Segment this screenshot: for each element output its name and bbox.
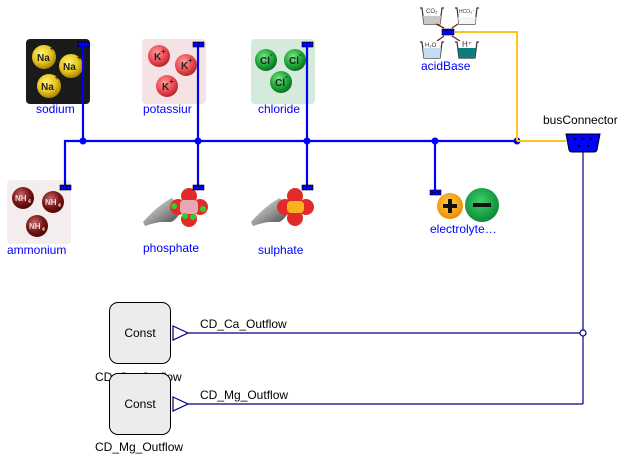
svg-text:+: + — [161, 47, 166, 56]
svg-text:4: 4 — [42, 227, 45, 233]
svg-text:NH: NH — [15, 194, 27, 203]
junction-dot — [79, 137, 87, 145]
phosphate-label: phosphate — [143, 241, 200, 255]
acid-base-buffer-icon: CO₂ HCO₃⁻ H₂O H⁺ — [420, 7, 479, 59]
potassium-label: potassiur — [143, 102, 192, 116]
sodium-label: sodium — [36, 102, 75, 116]
acidbase-port[interactable] — [441, 28, 455, 36]
const-block-text: Const — [124, 397, 156, 411]
const-block-mg[interactable]: Const — [109, 373, 171, 435]
minus-sign — [473, 203, 491, 207]
svg-text:NH: NH — [29, 222, 41, 231]
mg-signal-label: CD_Mg_Outflow — [200, 388, 289, 402]
ammonium-port[interactable] — [59, 184, 72, 191]
sulphate-port[interactable] — [301, 184, 314, 191]
svg-text:-: - — [299, 50, 302, 59]
potassium-port[interactable] — [192, 41, 205, 48]
electrolytes-label: electrolyte… — [430, 222, 497, 236]
ca-signal-label: CD_Ca_Outflow — [200, 317, 287, 331]
svg-text:-: - — [285, 72, 288, 81]
svg-text:Na: Na — [41, 82, 54, 93]
sulphate-component[interactable] — [251, 188, 314, 226]
junction-dot — [303, 137, 311, 145]
svg-text:NH: NH — [45, 198, 57, 207]
sodium-component[interactable]: Na+ Na+ Na+ — [26, 39, 90, 104]
vessel-h2o-label: H₂O — [425, 43, 437, 49]
svg-text:Cl: Cl — [260, 56, 270, 67]
svg-text:Cl: Cl — [289, 56, 299, 67]
svg-text:+: + — [77, 55, 81, 62]
electrolytes-port[interactable] — [429, 189, 442, 196]
acidbase-link — [455, 31, 566, 142]
const-block-ca[interactable]: Const — [109, 302, 171, 364]
phosphate-port[interactable] — [192, 184, 205, 191]
svg-text:+: + — [55, 75, 59, 82]
svg-text:K: K — [181, 61, 189, 72]
bus-connector-label: busConnector — [543, 113, 618, 127]
bus-ports[interactable] — [59, 28, 455, 196]
chloride-label: chloride — [258, 102, 301, 116]
svg-text:Na: Na — [63, 62, 76, 73]
junction-dot — [194, 137, 202, 145]
svg-text:+: + — [50, 46, 54, 53]
signal-junction-circle — [579, 329, 587, 337]
phosphate-component[interactable] — [143, 188, 208, 227]
acidbase-component[interactable]: CO₂ HCO₃⁻ H₂O H⁺ — [420, 7, 479, 59]
sodium-port[interactable] — [77, 41, 90, 48]
svg-text:-: - — [270, 50, 273, 59]
svg-text:+: + — [188, 56, 193, 65]
svg-text:4: 4 — [28, 199, 31, 205]
electrolyte-plus-minus-icon — [437, 188, 499, 222]
electrolytes-component[interactable] — [437, 188, 499, 222]
bus-main-line — [63, 139, 517, 187]
vessel-hco3-label: HCO₃⁻ — [459, 9, 475, 15]
electrolyte-bus — [63, 45, 517, 192]
chloride-port[interactable] — [301, 41, 314, 48]
chloride-ion-balls: Cl- Cl- Cl- — [255, 49, 306, 93]
potassium-ion-balls: K+ K+ K+ — [148, 45, 197, 97]
const-block-text: Const — [124, 326, 156, 340]
const-mg-name-label: CD_Mg_Outflow — [95, 440, 184, 454]
chloride-component[interactable]: Cl- Cl- Cl- — [251, 39, 315, 104]
svg-text:K: K — [162, 82, 170, 93]
vessel-h-label: H⁺ — [462, 40, 472, 49]
svg-text:Na: Na — [37, 53, 50, 64]
sulphate-label: sulphate — [258, 243, 304, 257]
svg-text:+: + — [169, 77, 174, 86]
sulphate-molecule-icon — [251, 188, 314, 226]
svg-text:K: K — [154, 52, 162, 63]
vessel-co2-label: CO₂ — [426, 9, 438, 15]
mg-output-triangle — [172, 396, 190, 412]
bus-connector-icon[interactable] — [565, 133, 601, 153]
ca-output-triangle — [172, 325, 190, 341]
acidbase-label: acidBase — [421, 59, 471, 73]
svg-text:Cl: Cl — [275, 78, 285, 89]
svg-text:4: 4 — [58, 203, 61, 209]
potassium-component[interactable]: K+ K+ K+ — [142, 39, 206, 104]
const-output-ports[interactable] — [172, 325, 190, 412]
junction-dot — [431, 137, 439, 145]
phosphate-molecule-icon — [143, 188, 208, 227]
sodium-ion-balls: Na+ Na+ Na+ — [32, 45, 83, 98]
ammonium-label: ammonium — [7, 243, 67, 257]
signal-wires — [188, 152, 584, 405]
